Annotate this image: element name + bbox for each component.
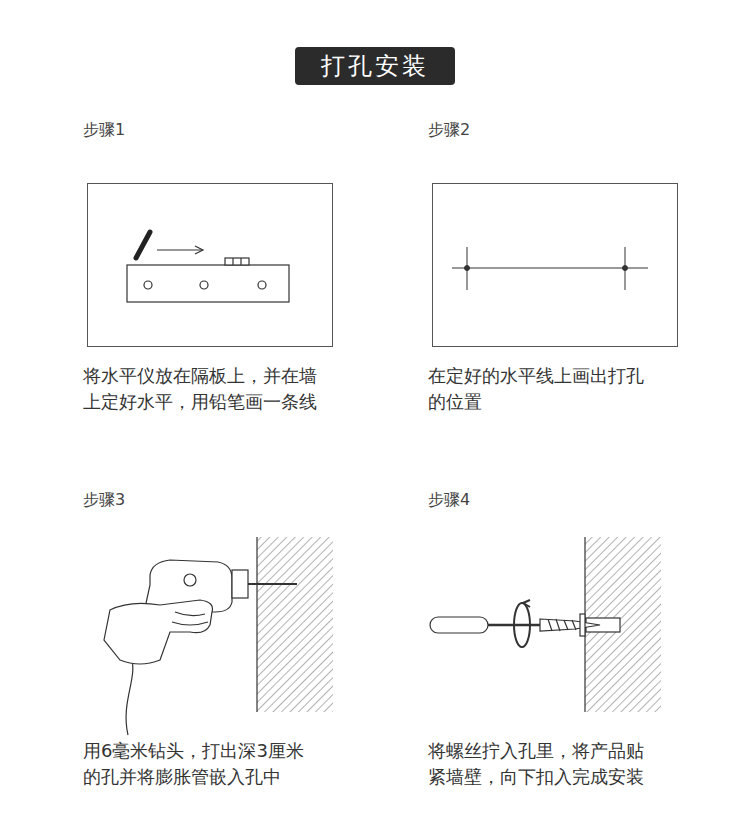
step-caption: 用6毫米钻头，打出深3厘米 的孔并将膨胀管嵌入孔中 xyxy=(83,738,308,790)
step-panel: 步骤1 将水平仪放在隔板上，并在墙 上定好水平，用铅笔画一条线 xyxy=(83,120,333,415)
step-heading: 步骤1 xyxy=(83,120,333,140)
step-caption: 将螺丝拧入孔里，将产品贴 紧墙壁，向下扣入完成安装 xyxy=(428,738,653,790)
step-heading: 步骤4 xyxy=(428,490,470,510)
screwdriver-drawing xyxy=(430,537,661,712)
title-banner: 打孔安装 xyxy=(295,47,455,85)
level-drawing xyxy=(127,232,289,302)
step-caption: 将水平仪放在隔板上，并在墙 上定好水平，用铅笔画一条线 xyxy=(83,363,323,415)
step-caption: 在定好的水平线上画出打孔 的位置 xyxy=(428,363,653,415)
step-heading: 步骤2 xyxy=(428,120,678,140)
step-frame xyxy=(432,183,678,347)
step-frame xyxy=(87,183,333,347)
mark-lines xyxy=(452,247,648,290)
step-panel: 步骤2 在定好的水平线上画出打孔 的位置 xyxy=(428,120,678,415)
step-heading: 步骤3 xyxy=(83,490,125,510)
drill-drawing xyxy=(104,537,333,735)
